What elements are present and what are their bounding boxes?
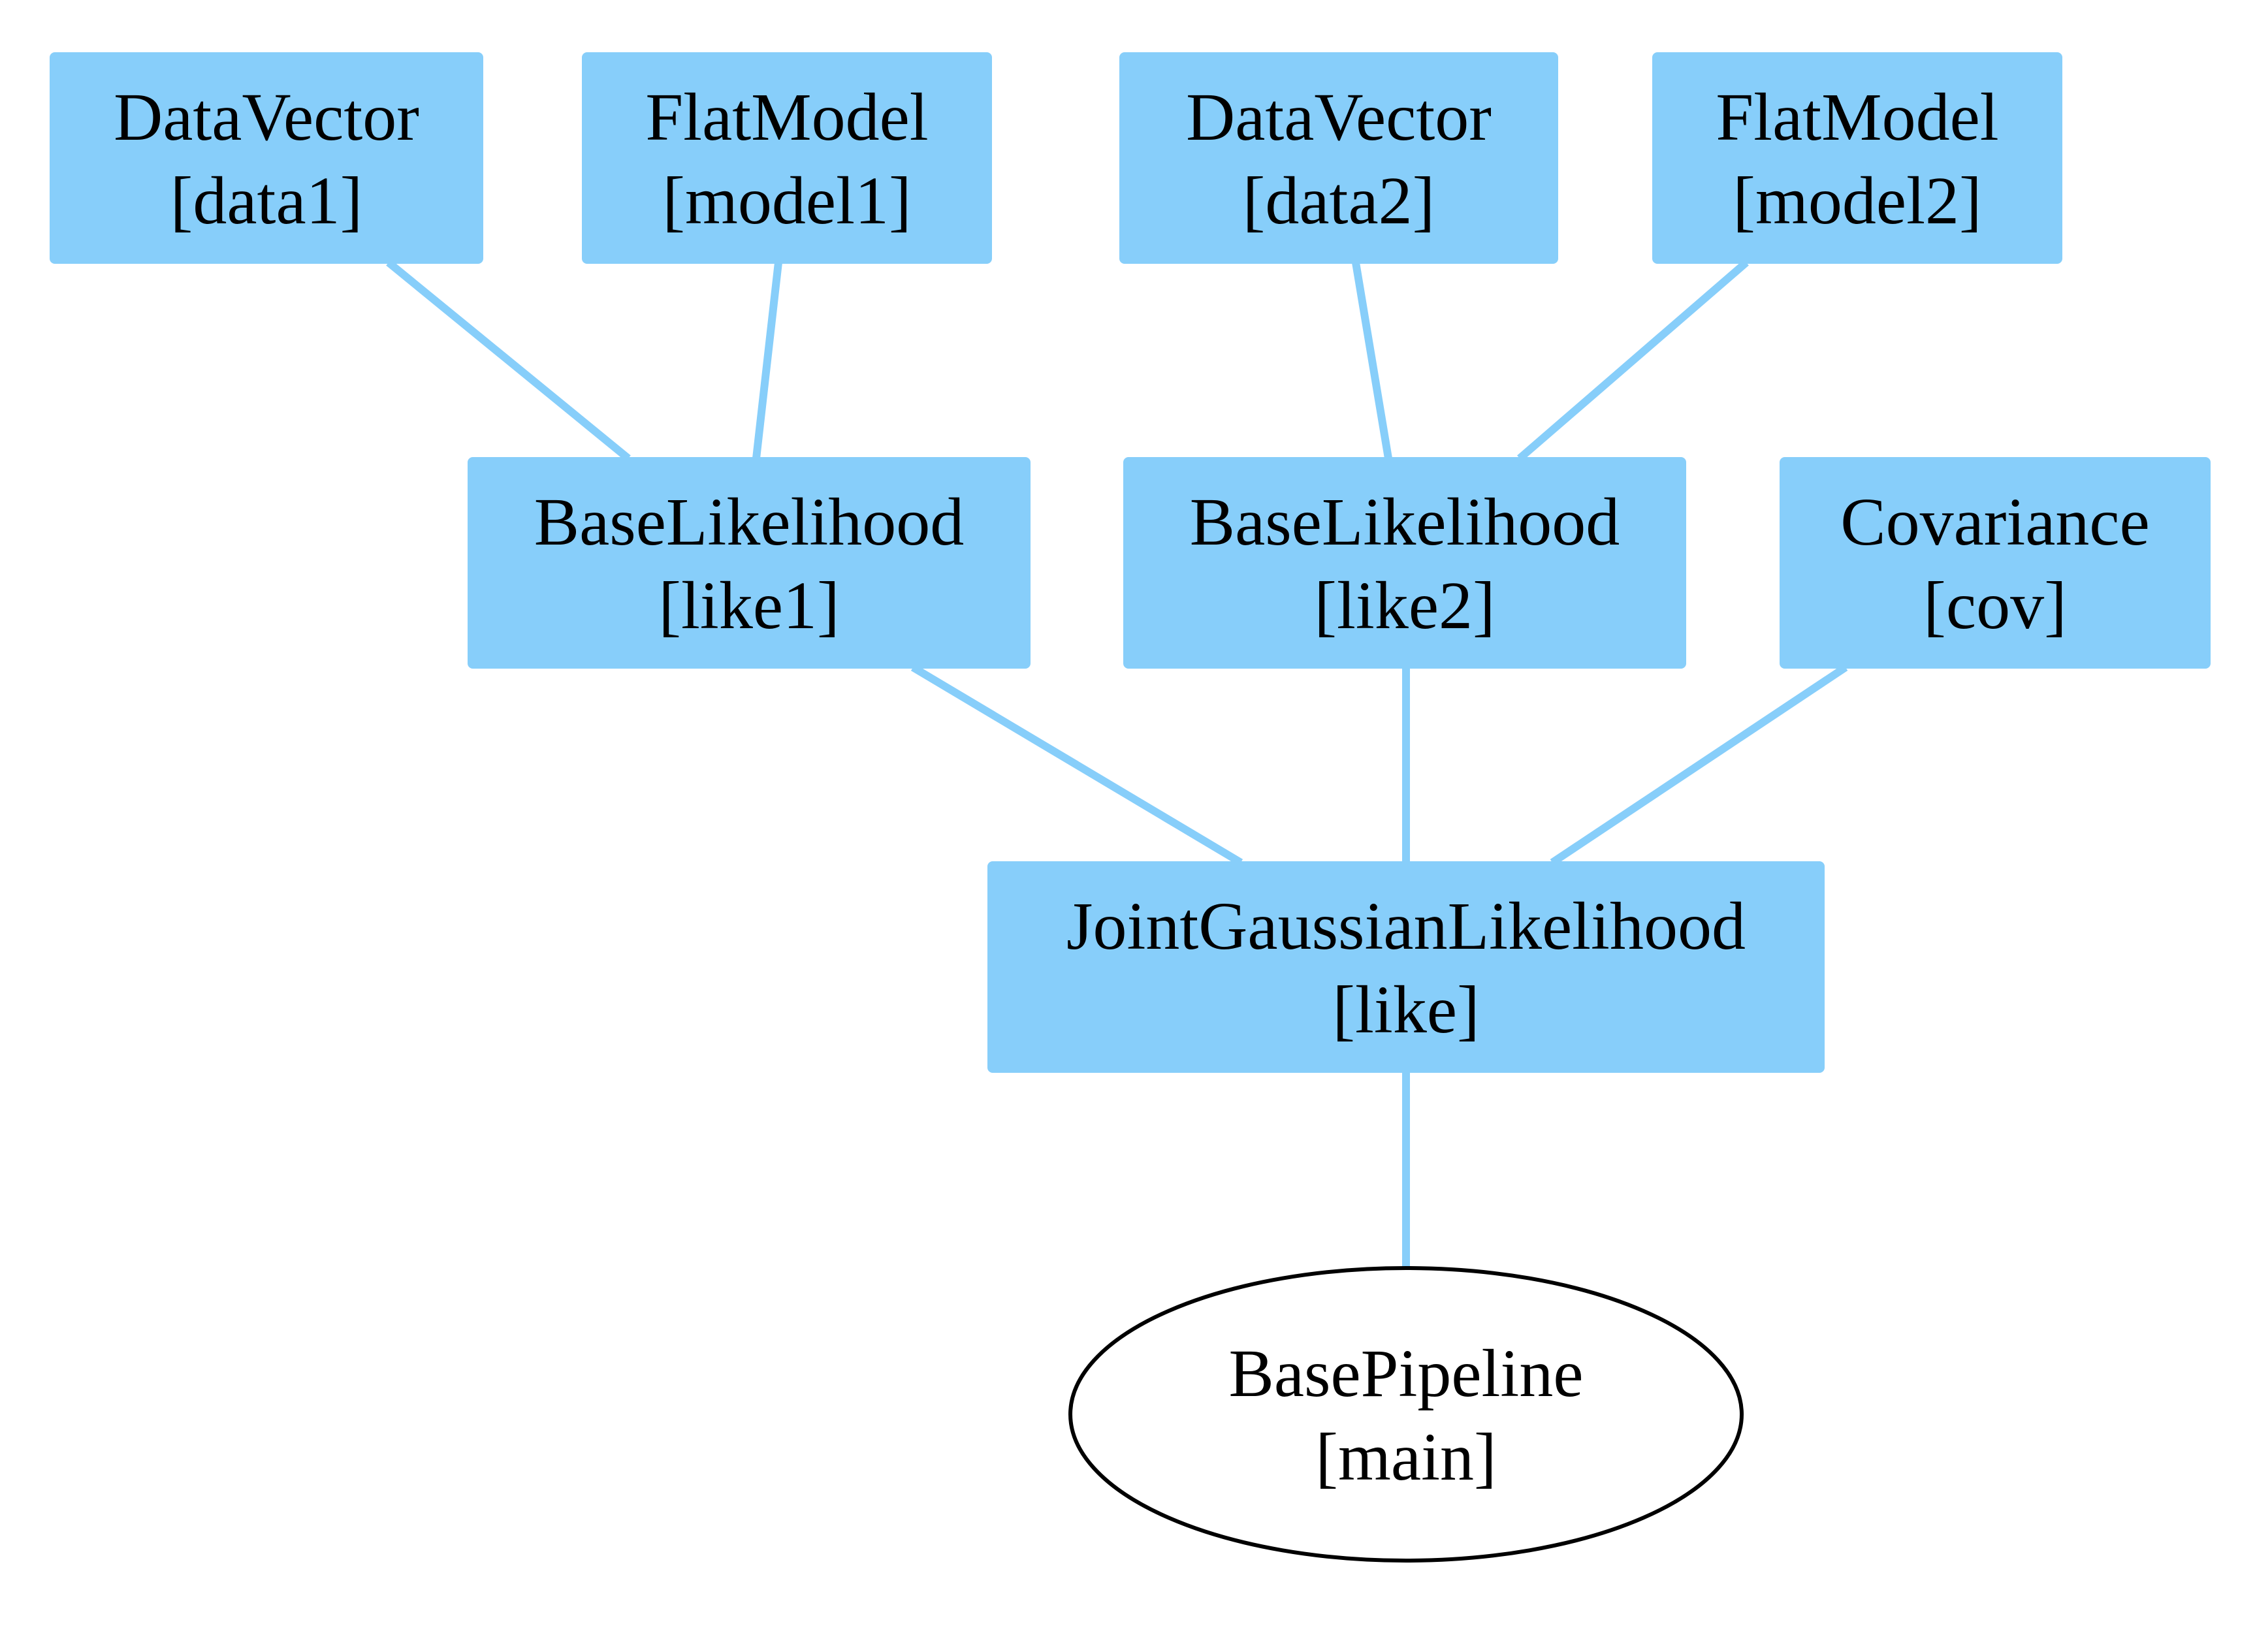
node-model1-class-name: FlatModel (645, 80, 928, 155)
node-like1-class-name: BaseLikelihood (534, 484, 965, 560)
edges-layer (386, 259, 1848, 1268)
node-like-label: [like] (1332, 972, 1479, 1047)
edge-cov-like (1550, 664, 1848, 866)
edge-data1-like1 (386, 259, 631, 462)
node-main-class-name: BasePipeline (1228, 1336, 1583, 1411)
node-main-label: [main] (1315, 1420, 1496, 1495)
node-like1-label: [like1] (658, 568, 839, 643)
edge-like1-like (910, 663, 1243, 866)
node-data1-class-name: DataVector (114, 80, 419, 155)
node-like1: BaseLikelihood [like1] (468, 457, 1031, 669)
node-like1-shape (468, 457, 1031, 669)
node-cov-class-name: Covariance (1840, 484, 2150, 560)
node-like2-class-name: BaseLikelihood (1190, 484, 1620, 560)
node-model1-shape (582, 52, 992, 264)
node-like-shape (987, 861, 1825, 1073)
node-like2-shape (1123, 457, 1686, 669)
node-model1: FlatModel [model1] (582, 52, 992, 264)
edge-data2-like2 (1352, 262, 1392, 459)
node-cov-label: [cov] (1923, 568, 2066, 643)
node-data1: DataVector [data1] (50, 52, 483, 264)
node-model2-label: [model2] (1733, 163, 1981, 238)
node-like-class-name: JointGaussianLikelihood (1066, 889, 1746, 964)
node-like2: BaseLikelihood [like2] (1123, 457, 1686, 669)
node-main-shape (1068, 1266, 1744, 1563)
node-model2-shape (1652, 52, 2062, 264)
node-model2-class-name: FlatModel (1716, 80, 1998, 155)
node-data2: DataVector [data2] (1119, 52, 1558, 264)
edge-model1-like1 (752, 262, 782, 459)
node-like: JointGaussianLikelihood [like] (987, 861, 1825, 1073)
node-model2: FlatModel [model2] (1652, 52, 2062, 264)
edge-model2-like2 (1517, 259, 1749, 462)
node-data2-label: [data2] (1243, 163, 1435, 238)
nodes-layer: DataVector [data1] FlatModel [model1] DataVe… (50, 52, 2211, 1563)
node-data2-shape (1119, 52, 1558, 264)
node-cov-shape (1780, 457, 2211, 669)
node-like2-label: [like2] (1314, 568, 1495, 643)
node-main: BasePipeline [main] (1068, 1266, 1744, 1563)
node-cov: Covariance [cov] (1780, 457, 2211, 669)
node-model1-label: [model1] (662, 163, 911, 238)
node-data1-label: [data1] (170, 163, 362, 238)
node-data2-class-name: DataVector (1186, 80, 1492, 155)
node-data1-shape (50, 52, 483, 264)
